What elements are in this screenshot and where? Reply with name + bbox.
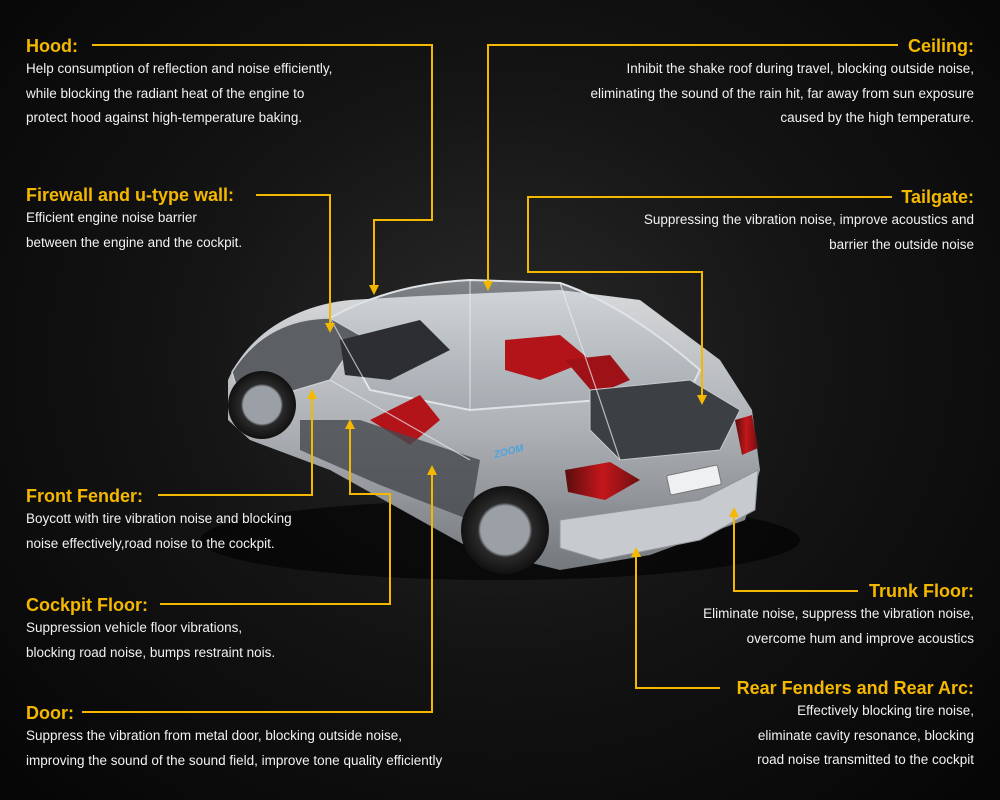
cockpit-floor-line: blocking road noise, bumps restraint noi… (26, 644, 276, 660)
rear-fenders-title: Rear Fenders and Rear Arc: (736, 678, 974, 698)
rear-bumper (559, 469, 759, 561)
firewall-description: Efficient engine noise barrier between t… (26, 206, 242, 255)
rear-seat (505, 335, 590, 380)
rear-fenders-callout: Rear Fenders and Rear Arc: Effectively b… (737, 677, 974, 773)
front-fender-description: Boycott with tire vibration noise and bl… (26, 507, 292, 556)
hood-description: Help consumption of reflection and noise… (26, 57, 332, 131)
ceiling-description: Inhibit the shake roof during travel, bl… (591, 57, 974, 131)
front-fender-title: Front Fender: (26, 486, 143, 506)
rear-fenders-description: Effectively blocking tire noise, elimina… (737, 699, 974, 773)
rear-seat-2 (565, 355, 630, 395)
ceiling-line: eliminating the sound of the rain hit, f… (590, 85, 974, 101)
frame-lines (329, 280, 621, 461)
tailgate-description: Suppressing the vibration noise, improve… (644, 208, 974, 257)
door-leader (82, 465, 437, 713)
firewall-leader (256, 194, 335, 333)
hood-leader (92, 44, 433, 295)
hood-callout: Hood: Help consumption of reflection and… (26, 35, 332, 131)
rear-fenders-line: Effectively blocking tire noise, (797, 703, 974, 718)
tail-light-right (735, 415, 758, 455)
front-fender-callout: Front Fender: Boycott with tire vibratio… (26, 485, 292, 556)
ceiling-title: Ceiling: (908, 36, 974, 56)
tailgate-title: Tailgate: (901, 187, 974, 207)
hood-line: Help consumption of reflection and noise… (26, 61, 333, 76)
door-description: Suppress the vibration from metal door, … (26, 724, 442, 773)
rear-fenders-leader (631, 547, 720, 689)
ceiling-callout: Ceiling: Inhibit the shake roof during t… (591, 35, 974, 131)
tailgate-line: barrier the outside noise (829, 236, 974, 252)
cockpit-floor-title: Cockpit Floor: (26, 595, 148, 615)
rear-fenders-line: eliminate cavity resonance, blocking (757, 727, 974, 743)
firewall-line: between the engine and the cockpit. (26, 234, 243, 250)
tailgate-leader (527, 196, 892, 405)
trunk-floor-callout: Trunk Floor: Eliminate noise, suppress t… (703, 580, 974, 651)
door-callout: Door: Suppress the vibration from metal … (26, 702, 442, 773)
firewall-title: Firewall and u-type wall: (26, 185, 235, 205)
ceiling-leader (483, 44, 898, 291)
door-line: improving the sound of the sound field, … (26, 752, 443, 768)
tailgate-line: Suppressing the vibration noise, improve… (643, 212, 974, 227)
dashboard (340, 320, 450, 380)
license-plate (666, 464, 722, 496)
door-line: Suppress the vibration from metal door, … (26, 728, 402, 743)
firewall-line: Efficient engine noise barrier (26, 210, 197, 225)
hood-title: Hood: (26, 36, 78, 56)
front-fender-line: noise effectively,road noise to the cock… (26, 535, 275, 551)
trunk-floor-title: Trunk Floor: (869, 581, 974, 601)
tailgate-callout: Tailgate: Suppressing the vibration nois… (644, 186, 974, 257)
firewall-callout: Firewall and u-type wall: Efficient engi… (26, 184, 242, 255)
floor-cutaway (300, 420, 480, 520)
trunk-floor-leader (729, 507, 858, 592)
front-fender-leader (158, 389, 317, 496)
hood-line: while blocking the radiant heat of the e… (26, 85, 305, 101)
cockpit-floor-line: Suppression vehicle floor vibrations, (26, 620, 243, 635)
ceiling-line: caused by the high temperature. (780, 110, 974, 125)
cockpit-floor-description: Suppression vehicle floor vibrations, bl… (26, 616, 275, 665)
rear-wheel (461, 486, 549, 574)
cockpit-floor-callout: Cockpit Floor: Suppression vehicle floor… (26, 594, 275, 665)
tail-light (565, 462, 640, 500)
front-wheel (228, 371, 296, 439)
hood-line: protect hood against high-temperature ba… (26, 110, 303, 125)
door-title: Door: (26, 703, 74, 723)
front-fender-line: Boycott with tire vibration noise and bl… (26, 511, 292, 526)
ceiling-line: Inhibit the shake roof during travel, bl… (626, 61, 974, 76)
trunk-floor-description: Eliminate noise, suppress the vibration … (703, 602, 974, 651)
cockpit-floor-leader (160, 419, 391, 605)
rear-fenders-line: road noise transmitted to the cockpit (757, 752, 974, 767)
trunk-floor-line: overcome hum and improve acoustics (746, 630, 974, 646)
trunk-floor-line: Eliminate noise, suppress the vibration … (703, 606, 974, 621)
